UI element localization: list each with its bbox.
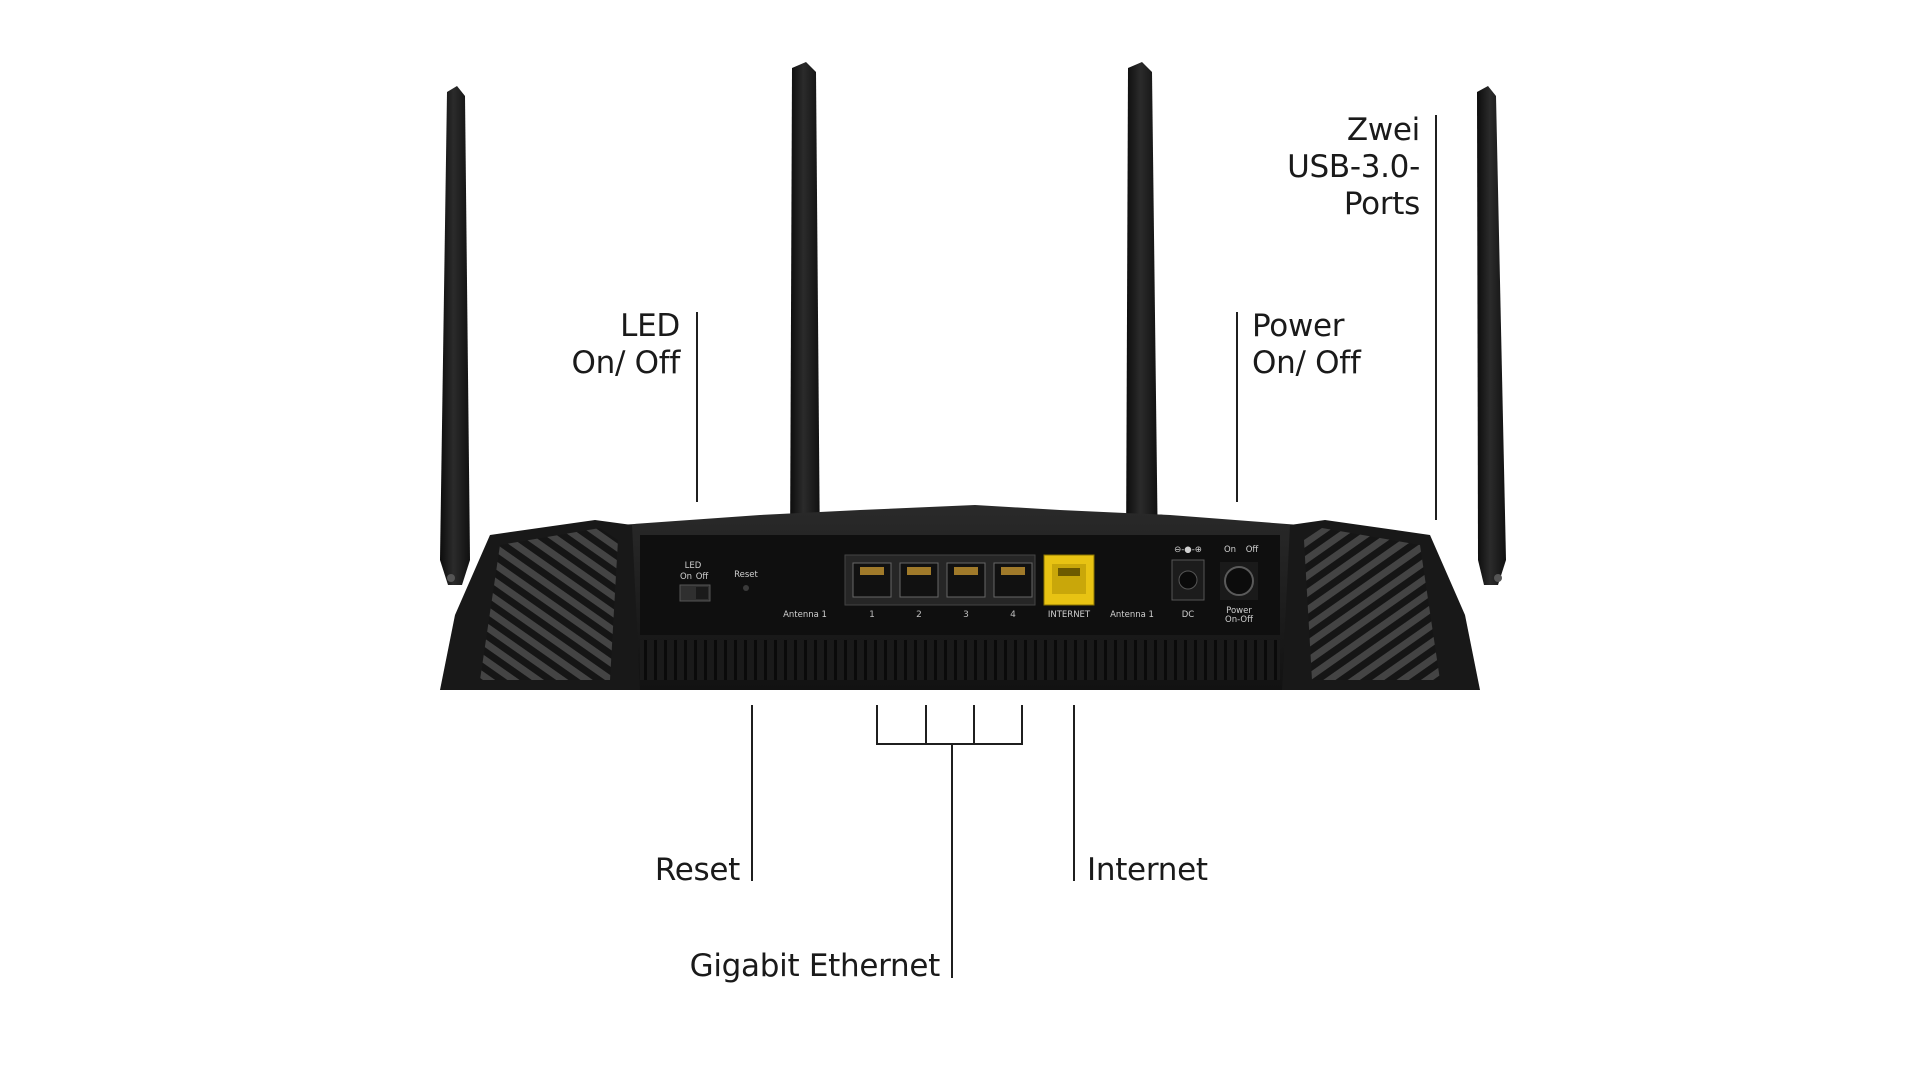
panel-led-off: Off [696, 572, 710, 582]
callout-usb-line3: Ports [1343, 186, 1420, 222]
leader-usb [1435, 115, 1437, 520]
reset-pinhole[interactable] [743, 585, 749, 591]
dc-polarity-icon: ⊖-●-⊕ [1174, 545, 1202, 555]
port-label-1: 1 [869, 610, 875, 620]
callout-internet: Internet [1087, 852, 1208, 889]
bracket-port-4 [1021, 705, 1023, 745]
callout-led-line2: On/ Off [571, 345, 681, 381]
callout-led-line1: LED [620, 308, 680, 344]
callout-reset: Reset [600, 852, 740, 889]
leader-reset [751, 705, 753, 881]
port-label-2: 2 [916, 610, 922, 620]
callout-led: LED On/ Off [540, 308, 681, 382]
callout-gigabit-ethernet: Gigabit Ethernet [640, 948, 941, 985]
panel-power-on: On [1224, 545, 1236, 555]
port-label-4: 4 [1010, 610, 1016, 620]
callout-reset-label: Reset [654, 852, 740, 888]
bracket-port-1 [876, 705, 878, 745]
callout-usb-ports: Zwei USB-3.0- Ports [1260, 112, 1420, 223]
panel-internet-label: INTERNET [1048, 610, 1091, 620]
bracket-horizontal [876, 743, 1023, 745]
antenna-far-right [1477, 86, 1506, 585]
port-label-3: 3 [963, 610, 969, 620]
callout-usb-line2: USB-3.0- [1287, 149, 1420, 185]
panel-dc-label: DC [1182, 610, 1195, 620]
dc-power-jack[interactable] [1171, 559, 1205, 601]
leader-gigabit [951, 743, 953, 978]
antenna-center-right [1117, 62, 1165, 576]
leader-internet [1073, 705, 1075, 881]
ethernet-port-2[interactable] [899, 562, 939, 598]
panel-power-label-1: Power [1226, 606, 1252, 616]
leader-power [1236, 312, 1238, 502]
bracket-port-3 [973, 705, 975, 745]
panel-antenna-right: Antenna 1 [1110, 610, 1154, 620]
ethernet-port-4[interactable] [993, 562, 1033, 598]
panel-power-off: Off [1246, 545, 1260, 555]
panel-reset-label: Reset [734, 570, 758, 580]
callout-internet-label: Internet [1087, 852, 1208, 888]
panel-antenna-left: Antenna 1 [783, 610, 827, 620]
callout-power-line2: On/ Off [1252, 345, 1361, 381]
panel-led-on: On [680, 572, 692, 582]
left-grille-wing [440, 520, 640, 690]
panel-led-title: LED [685, 561, 702, 571]
callout-power: Power On/ Off [1252, 308, 1361, 382]
panel-power-label-2: On-Off [1225, 615, 1254, 625]
callout-usb-line1: Zwei [1346, 112, 1420, 148]
antenna-center-left [781, 62, 829, 576]
callout-power-line1: Power [1252, 308, 1345, 344]
callout-gigabit-label: Gigabit Ethernet [689, 948, 941, 984]
right-grille-wing [1282, 520, 1480, 690]
ethernet-port-3[interactable] [946, 562, 986, 598]
antenna-far-left [440, 86, 470, 585]
leader-led [696, 312, 698, 502]
power-button[interactable] [1220, 562, 1258, 600]
ethernet-port-1[interactable] [852, 562, 892, 598]
bracket-port-2 [925, 705, 927, 745]
internet-port[interactable] [1043, 554, 1095, 606]
